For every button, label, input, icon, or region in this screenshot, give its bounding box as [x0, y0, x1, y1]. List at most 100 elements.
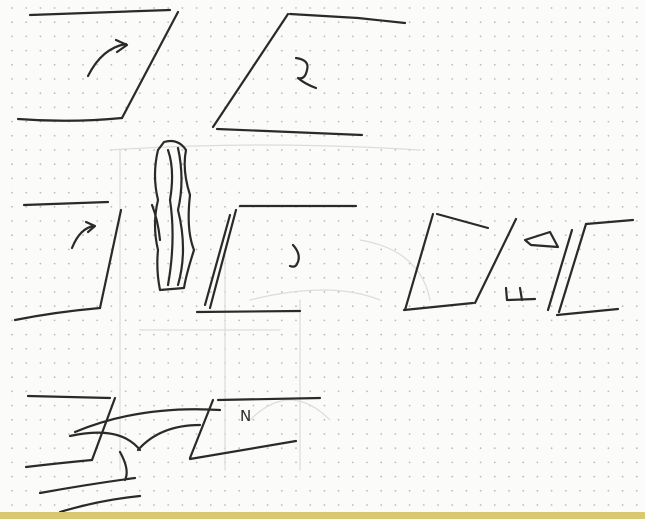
grid-dot: [593, 78, 595, 80]
grid-dot: [153, 462, 155, 464]
grid-dot: [551, 92, 553, 94]
grid-dot: [622, 178, 624, 180]
grid-dot: [167, 391, 169, 393]
grid-dot: [494, 504, 496, 506]
grid-dot: [636, 419, 638, 421]
grid-dot: [295, 78, 297, 80]
grid-dot: [522, 305, 524, 307]
grid-dot: [139, 419, 141, 421]
grid-dot: [593, 362, 595, 364]
grid-dot: [579, 348, 581, 350]
grid-dot: [593, 249, 595, 251]
grid-dot: [210, 64, 212, 66]
grid-dot: [253, 291, 255, 293]
grid-dot: [409, 192, 411, 194]
grid-dot: [153, 149, 155, 151]
grid-dot: [522, 149, 524, 151]
grid-dot: [508, 178, 510, 180]
grid-dot: [253, 476, 255, 478]
grid-dot: [11, 107, 13, 109]
grid-dot: [210, 206, 212, 208]
grid-dot: [395, 206, 397, 208]
grid-dot: [238, 249, 240, 251]
grid-dot: [40, 50, 42, 52]
grid-dot: [54, 334, 56, 336]
grid-dot: [96, 178, 98, 180]
grid-dot: [210, 220, 212, 222]
grid-dot: [437, 433, 439, 435]
grid-dot: [281, 447, 283, 449]
grid-dot: [153, 249, 155, 251]
grid-dot: [82, 192, 84, 194]
grid-dot: [480, 36, 482, 38]
grid-dot: [565, 490, 567, 492]
grid-dot: [366, 36, 368, 38]
grid-dot: [125, 50, 127, 52]
grid-dot: [267, 149, 269, 151]
grid-dot: [466, 376, 468, 378]
grid-dot: [338, 7, 340, 9]
grid-dot: [551, 263, 553, 265]
grid-dot: [267, 305, 269, 307]
grid-dot: [224, 490, 226, 492]
grid-dot: [125, 376, 127, 378]
grid-dot: [196, 476, 198, 478]
grid-dot: [111, 362, 113, 364]
grid-dot: [466, 405, 468, 407]
grid-dot: [139, 263, 141, 265]
grid-dot: [281, 504, 283, 506]
grid-dot: [451, 391, 453, 393]
grid-dot: [593, 50, 595, 52]
grid-dot: [25, 21, 27, 23]
grid-dot: [579, 206, 581, 208]
grid-dot: [196, 64, 198, 66]
grid-dot: [508, 92, 510, 94]
grid-dot: [437, 334, 439, 336]
grid-dot: [210, 234, 212, 236]
grid-dot: [338, 462, 340, 464]
grid-dot: [466, 362, 468, 364]
grid-dot: [565, 192, 567, 194]
grid-dot: [295, 277, 297, 279]
grid-dot: [409, 178, 411, 180]
grid-dot: [82, 348, 84, 350]
grid-dot: [551, 249, 553, 251]
grid-dot: [437, 21, 439, 23]
grid-dot: [167, 178, 169, 180]
grid-dot: [608, 433, 610, 435]
grid-dot: [253, 405, 255, 407]
grid-dot: [281, 263, 283, 265]
grid-dot: [11, 362, 13, 364]
grid-dot: [451, 362, 453, 364]
grid-dot: [451, 7, 453, 9]
grid-dot: [238, 334, 240, 336]
grid-dot: [295, 135, 297, 137]
grid-dot: [11, 348, 13, 350]
grid-dot: [324, 348, 326, 350]
grid-dot: [11, 92, 13, 94]
grid-dot: [508, 107, 510, 109]
grid-dot: [409, 376, 411, 378]
grid-dot: [210, 504, 212, 506]
grid-dot: [309, 476, 311, 478]
grid-dot: [338, 391, 340, 393]
grid-dot: [11, 64, 13, 66]
grid-dot: [82, 490, 84, 492]
grid-dot: [210, 36, 212, 38]
grid-dot: [593, 7, 595, 9]
grid-dot: [309, 149, 311, 151]
grid-dot: [622, 92, 624, 94]
grid-dot: [522, 107, 524, 109]
grid-dot: [395, 504, 397, 506]
grid-dot: [636, 92, 638, 94]
grid-dot: [281, 362, 283, 364]
grid-dot: [68, 135, 70, 137]
grid-dot: [167, 476, 169, 478]
grid-dot: [295, 433, 297, 435]
grid-dot: [593, 192, 595, 194]
grid-dot: [11, 419, 13, 421]
grid-dot: [96, 277, 98, 279]
grid-dot: [182, 277, 184, 279]
grid-dot: [395, 64, 397, 66]
grid-dot: [522, 320, 524, 322]
